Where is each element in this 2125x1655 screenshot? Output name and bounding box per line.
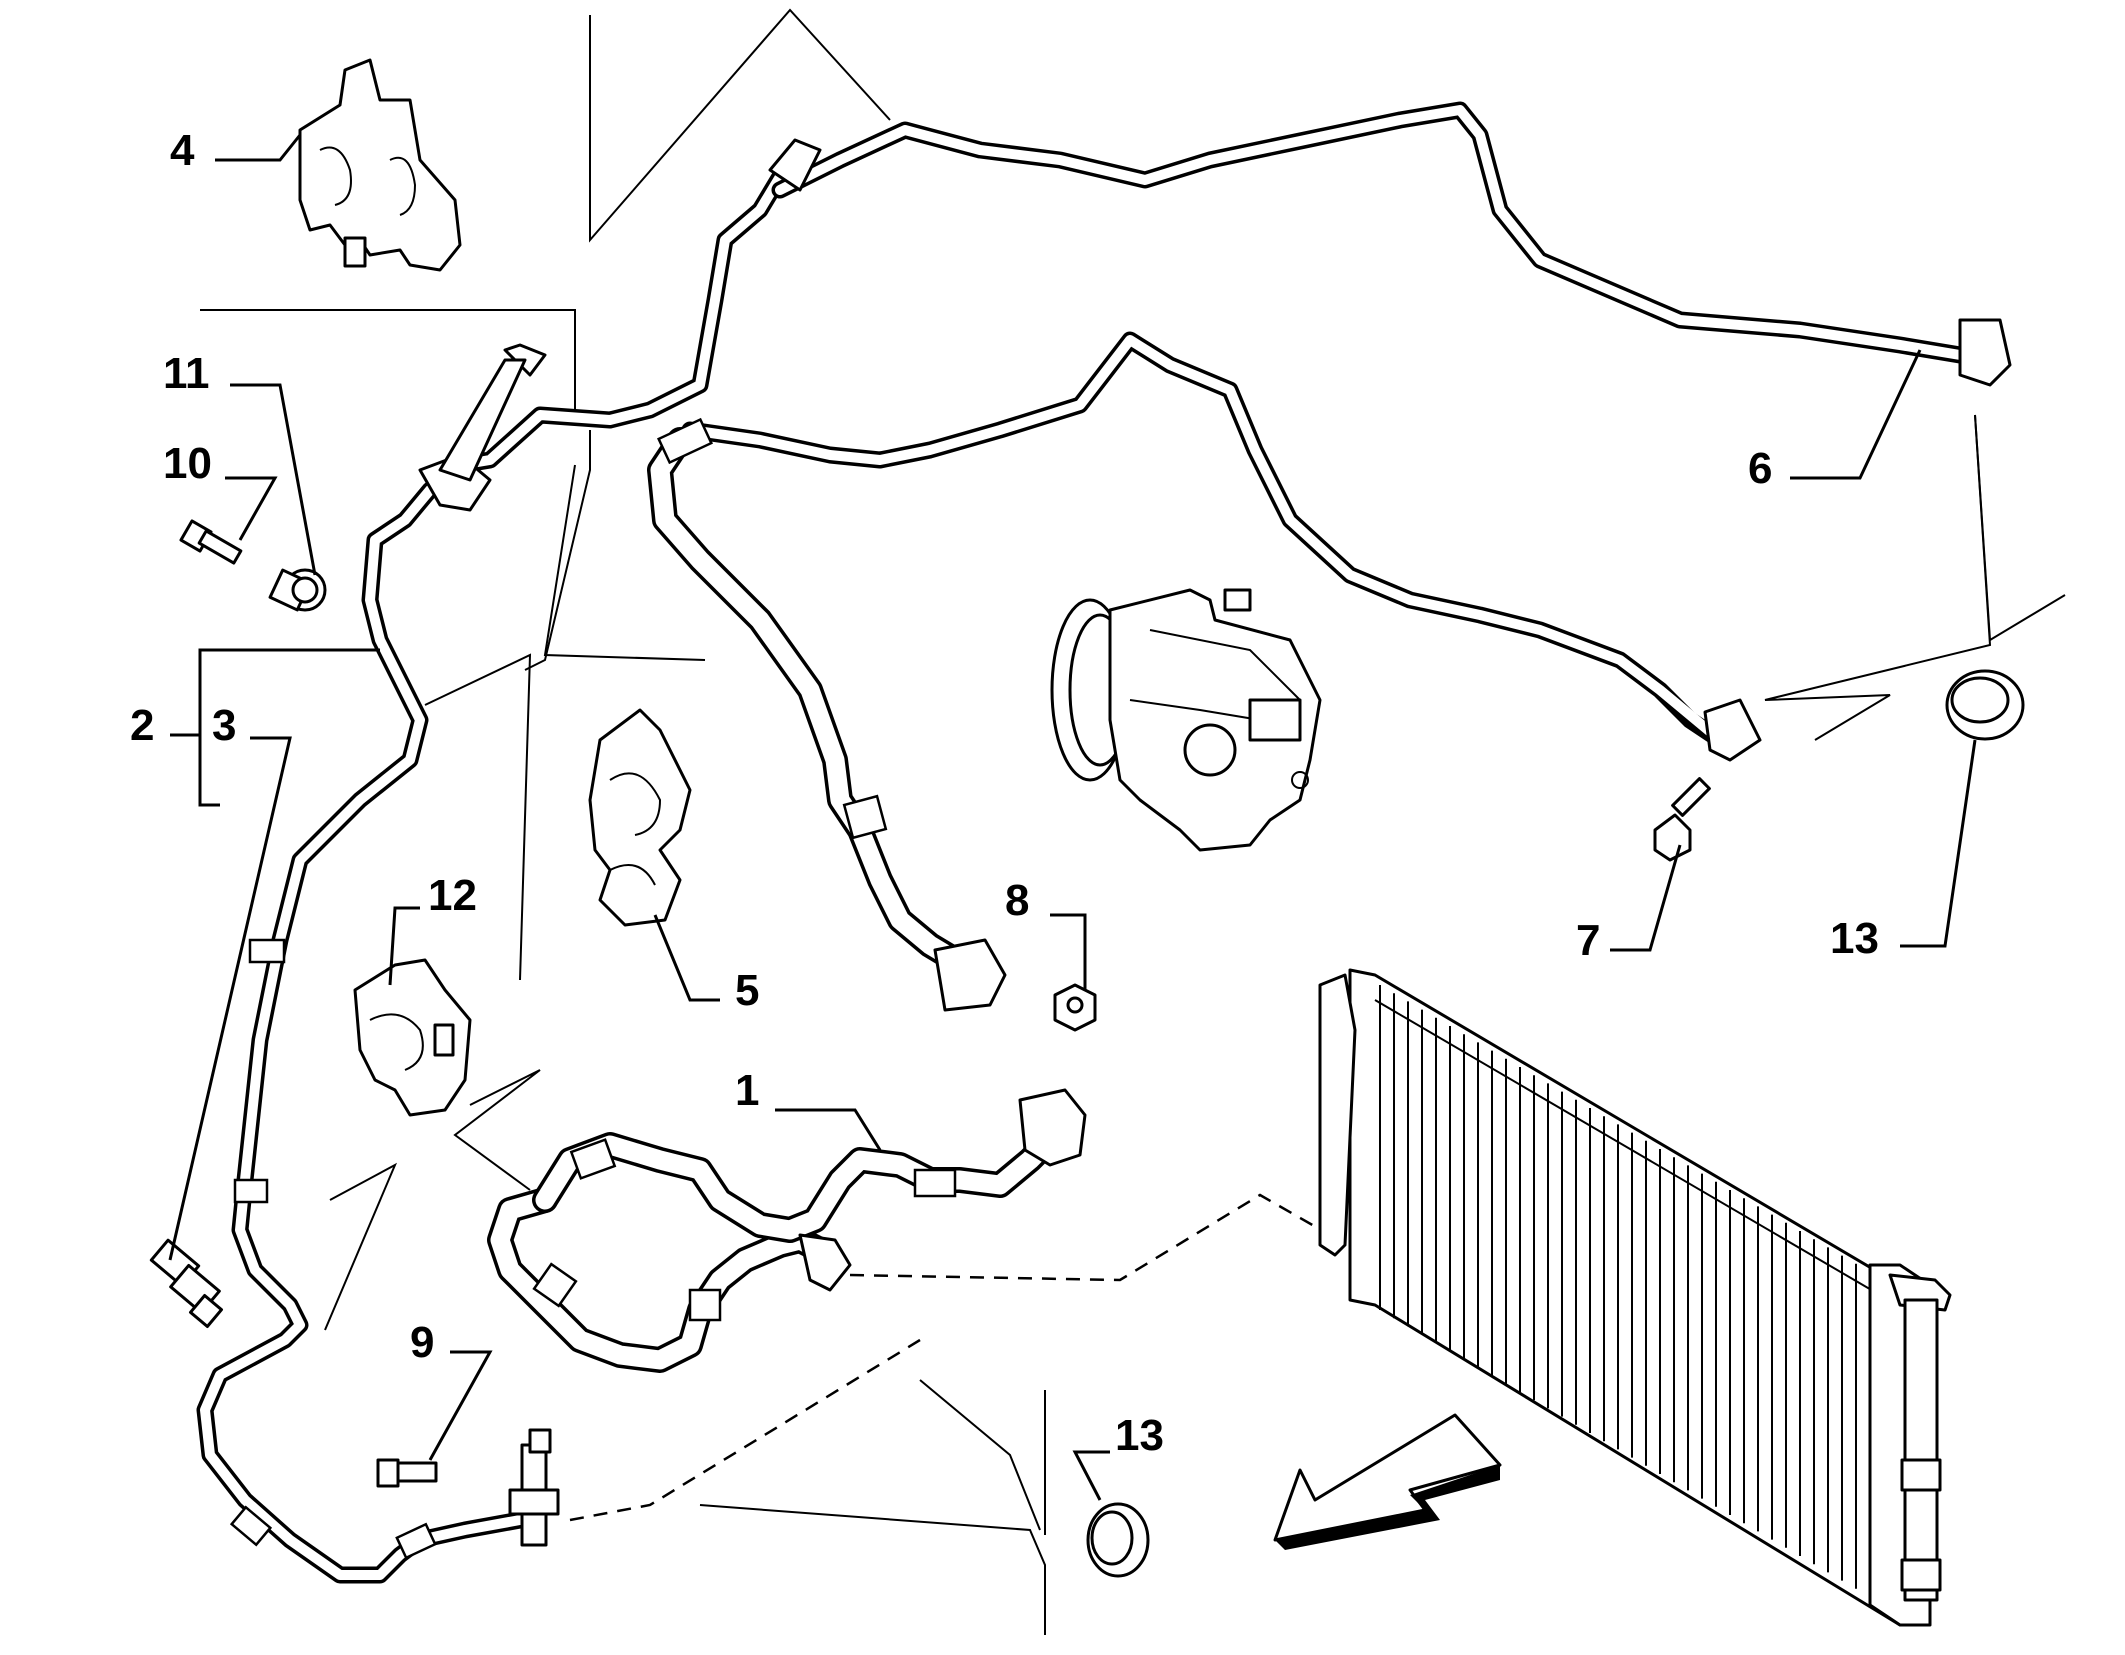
callout-7: 7 [1576, 916, 1600, 965]
callout-3: 3 [212, 701, 236, 750]
pipe-6-assembly [196, 101, 2012, 1584]
leader-2-b [198, 735, 220, 807]
callout-labels: 1 2 3 4 5 6 7 8 9 10 11 12 13 13 [130, 126, 1879, 1460]
hose-1 [487, 1088, 1087, 1373]
callout-leaders [168, 134, 1977, 1501]
pressure-switch-fitting [508, 1428, 560, 1547]
leader-12 [388, 906, 420, 986]
condenser [1318, 968, 1952, 1627]
leader-7 [1610, 844, 1682, 952]
leader-4 [215, 134, 302, 162]
grouping-lines [200, 8, 2066, 1635]
nut-8 [1053, 983, 1097, 1032]
callout-8: 8 [1005, 876, 1029, 925]
leader-3 [168, 736, 292, 1261]
bolt-7 [1653, 777, 1711, 862]
bolt-10 [179, 519, 243, 565]
seal-ring-13-upper [1945, 669, 2025, 741]
callout-6: 6 [1748, 444, 1772, 493]
callout-13-upper: 13 [1830, 914, 1879, 963]
callout-2: 2 [130, 701, 154, 750]
seal-ring-13-lower [1086, 1502, 1150, 1578]
callout-13-lower: 13 [1115, 1411, 1164, 1460]
bracket-4 [298, 58, 462, 272]
leader-11 [230, 383, 317, 576]
pressure-sensor-3 [149, 1238, 223, 1328]
leader-5 [653, 914, 720, 1002]
leader-1 [775, 1108, 882, 1151]
bolt-9 [376, 1458, 438, 1488]
callout-1: 1 [735, 1066, 759, 1115]
leader-2 [170, 648, 380, 737]
grommet-11 [268, 568, 327, 612]
leader-8 [1050, 913, 1087, 990]
leader-10 [225, 476, 278, 541]
bracket-5 [588, 708, 692, 927]
callout-10: 10 [163, 439, 212, 488]
reference-dashed-lines [569, 1193, 1331, 1522]
callout-5: 5 [735, 966, 759, 1015]
leader-9 [428, 1350, 493, 1461]
leader-6 [1790, 349, 1922, 480]
callout-11: 11 [163, 349, 210, 398]
direction-arrow [1273, 1413, 1502, 1550]
compressor [1050, 588, 1322, 852]
bracket-12 [353, 958, 472, 1117]
callout-4: 4 [170, 126, 195, 175]
leader-13b [1072, 1450, 1110, 1501]
leader-13a [1900, 739, 1977, 948]
callout-12: 12 [428, 871, 477, 920]
callout-9: 9 [410, 1318, 434, 1367]
